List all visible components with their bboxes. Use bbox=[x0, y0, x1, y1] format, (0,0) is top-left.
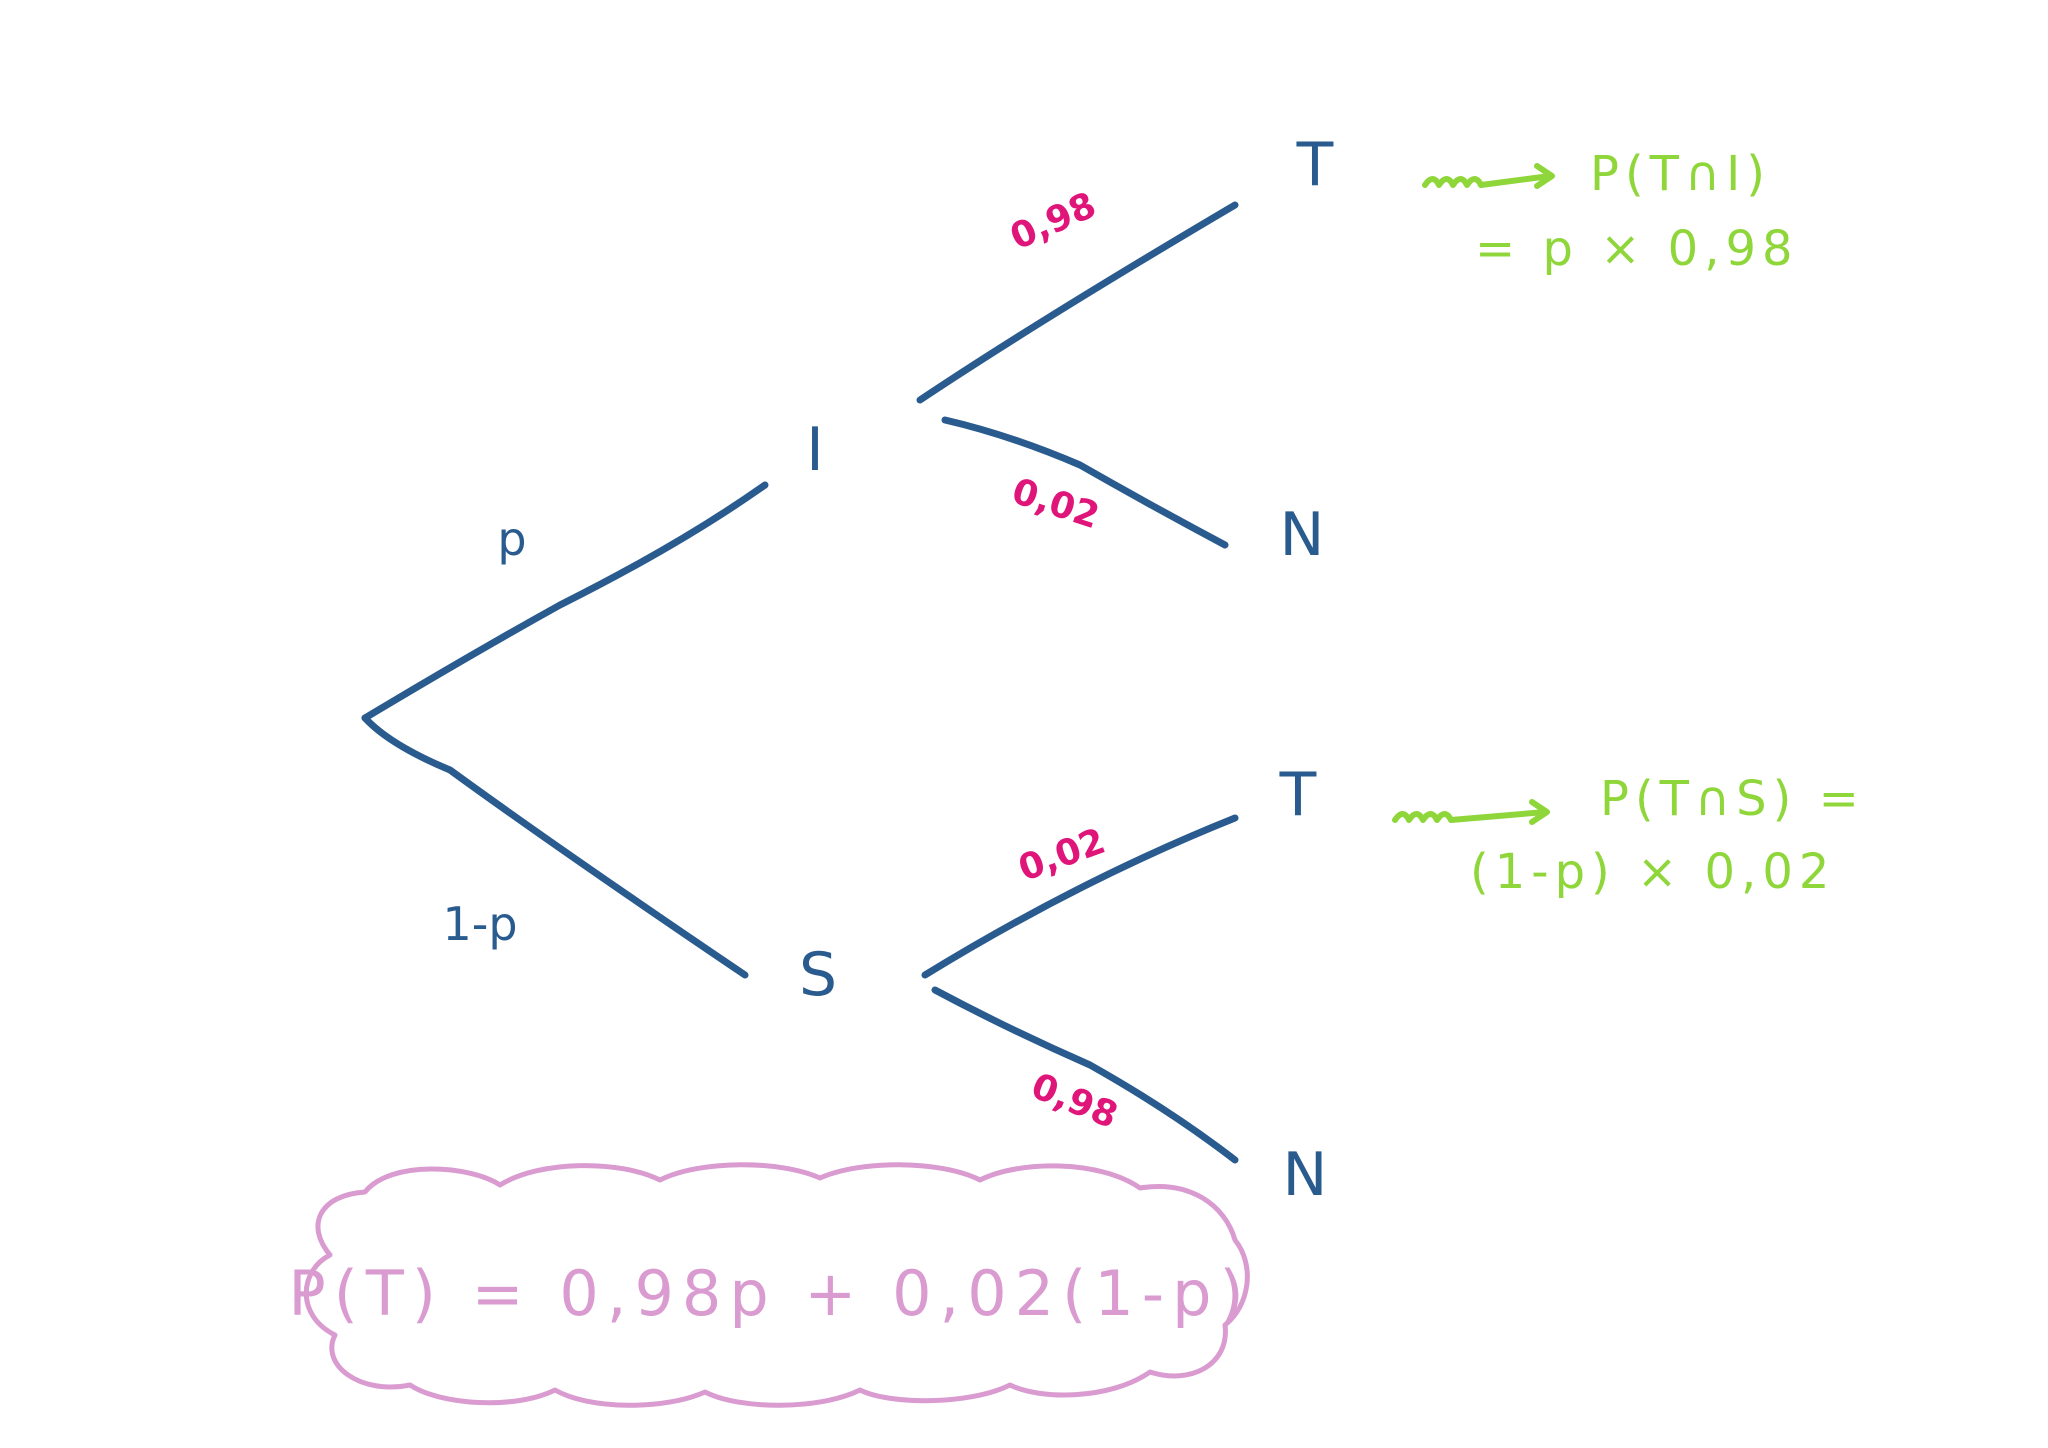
edge-label-infected-negative: 0,02 bbox=[1007, 471, 1104, 537]
note-arrow-bottom-icon bbox=[1392, 799, 1550, 825]
node-test-positive-2-label: T bbox=[1279, 760, 1317, 830]
note-top-line2: = p × 0,98 bbox=[1475, 221, 1799, 277]
node-infected-label: I bbox=[806, 415, 824, 485]
note-bottom-line1: P(T∩S) = bbox=[1600, 771, 1865, 827]
edge-label-p: p bbox=[497, 512, 526, 566]
node-healthy-label: S bbox=[799, 940, 837, 1010]
formula-total-probability: P(T) = 0,98p + 0,02(1-p) bbox=[288, 1257, 1251, 1330]
note-top-line1: P(T∩I) bbox=[1590, 146, 1771, 202]
branch-infected-to-negative bbox=[941, 416, 1229, 549]
formula-cloud-outline bbox=[303, 1162, 1250, 1408]
node-test-positive-1-label: T bbox=[1296, 130, 1334, 200]
edge-label-infected-positive: 0,98 bbox=[1004, 185, 1102, 259]
edge-label-one-minus-p: 1-p bbox=[442, 897, 517, 951]
branch-infected-to-positive bbox=[916, 201, 1239, 404]
node-test-negative-2-label: N bbox=[1283, 1140, 1328, 1210]
branch-healthy-to-positive bbox=[921, 814, 1239, 979]
note-arrow-top-icon bbox=[1422, 163, 1555, 189]
node-test-negative-1-label: N bbox=[1280, 500, 1325, 570]
branch-root-to-infected bbox=[361, 481, 769, 722]
branch-root-to-healthy bbox=[361, 714, 749, 979]
branch-healthy-to-negative bbox=[931, 986, 1239, 1164]
note-bottom-line2: (1-p) × 0,02 bbox=[1470, 844, 1835, 900]
